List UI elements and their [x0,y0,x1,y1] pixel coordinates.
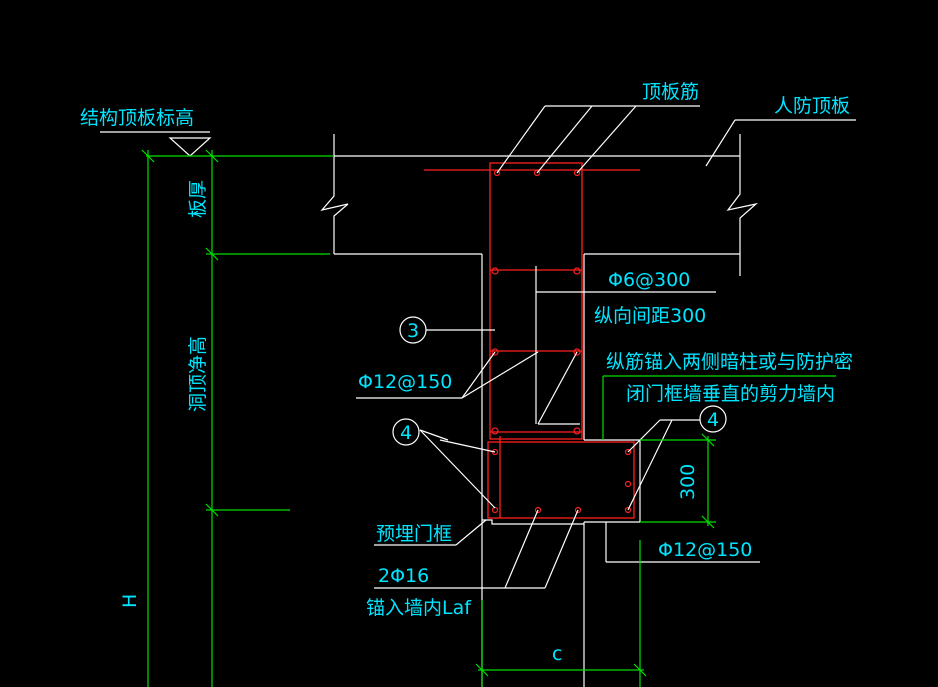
callout-4-left-circle [392,418,420,446]
label-structure-roof-elevation: 结构顶板标高 [80,107,194,129]
label-opening-clear-height: 洞顶净高 [187,336,209,412]
label-civil-defense-roof: 人防顶板 [774,95,850,117]
label-rebar-spec-a: Φ12@150 [358,371,452,393]
label-roof-rebar: 顶板筋 [642,81,699,103]
label-dim-300: 300 [677,464,699,500]
label-dim-H: H [119,594,141,608]
leader-lines [356,105,856,589]
callout-4-right-circle [699,405,727,433]
label-longitudinal-spacing: 纵向间距300 [594,305,706,327]
label-slab-thickness: 板厚 [187,180,209,218]
callout-3-circle [399,316,427,344]
label-dim-c: c [552,643,562,665]
label-2phi16: 2Φ16 [378,565,429,587]
rebar [424,162,640,519]
label-embedded-frame: 预埋门框 [376,523,452,545]
label-anchor-laf: 锚入墙内Laf [366,597,472,619]
callout-4-right-number: 4 [707,409,719,431]
concrete-outline [100,131,759,687]
callout-4-left-number: 4 [400,422,412,444]
label-stirrup-spec: Φ6@300 [608,269,690,291]
label-anchor-note-line2: 闭门框墙垂直的剪力墙内 [626,383,835,405]
label-anchor-note-line1: 纵筋锚入两侧暗柱或与防护密 [606,351,853,373]
label-rebar-spec-b: Φ12@150 [658,539,752,561]
dimension-lines [141,149,716,687]
callout-3-number: 3 [407,320,419,342]
